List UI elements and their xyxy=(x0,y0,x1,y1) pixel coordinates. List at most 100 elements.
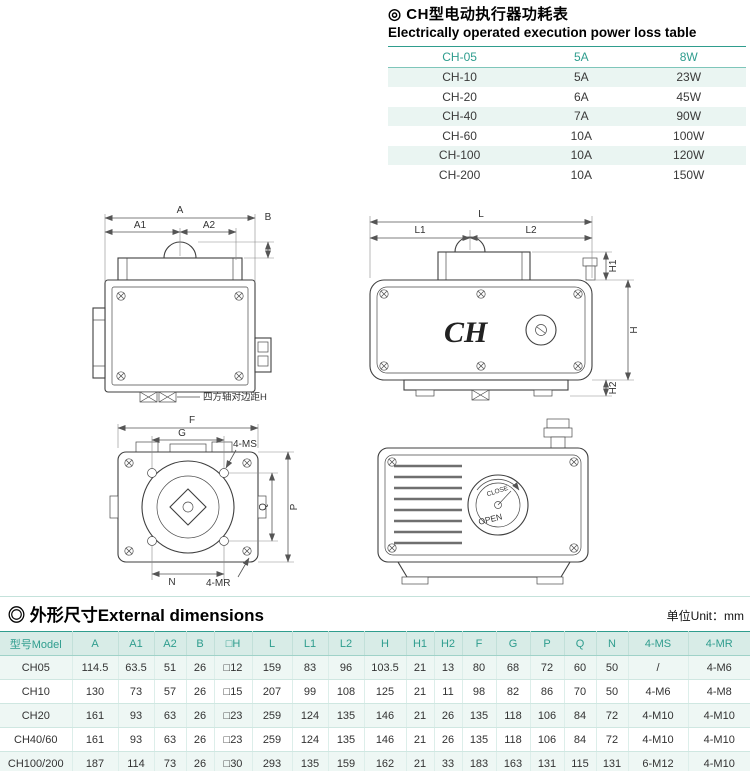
power-table-cell: 150W xyxy=(673,167,705,182)
dim-table-cell: 115 xyxy=(564,751,597,771)
side-view-drawing: CH L L1 L2 H1 H H2 xyxy=(369,209,640,401)
dim-table-cell: 26 xyxy=(434,727,463,752)
technical-drawings: 四方轴对边距H A A1 A2 B xyxy=(92,205,640,589)
dim-table-cell: 4-M6 xyxy=(628,679,689,704)
dim-label-a1: A1 xyxy=(134,220,147,231)
dim-table-cell: 50 xyxy=(596,655,629,680)
dim-label-q: Q xyxy=(258,503,269,511)
dim-column-header: □H xyxy=(214,631,253,656)
dim-table-cell: 131 xyxy=(530,751,565,771)
dim-table-cell: 82 xyxy=(496,679,531,704)
dim-label-h2: H2 xyxy=(608,381,619,394)
dim-table-cell: CH40/60 xyxy=(0,727,73,752)
bottom-view-drawing: F G 4-MS Q P N 4-MR xyxy=(109,415,300,589)
dim-table-cell: CH05 xyxy=(0,655,73,680)
power-header-model: CH-05 xyxy=(388,46,532,68)
dim-table-cell: 6-M12 xyxy=(628,751,689,771)
dim-column-header: L xyxy=(252,631,293,656)
dim-label-g: G xyxy=(178,428,186,439)
dim-table-cell: 72 xyxy=(530,655,565,680)
dim-table-cell: 135 xyxy=(328,727,365,752)
dim-table-cell: 96 xyxy=(328,655,365,680)
dim-table-cell: 73 xyxy=(118,679,155,704)
label-4mr: 4-MR xyxy=(206,578,230,589)
power-table-header-row: CH-05 5A 8W xyxy=(388,46,746,68)
dim-table-cell: 57 xyxy=(154,679,187,704)
dim-column-header: 型号Model xyxy=(0,631,73,656)
dim-table-cell: CH100/200 xyxy=(0,751,73,771)
dim-table-cell: 98 xyxy=(462,679,497,704)
power-table-cell: 6A xyxy=(573,89,589,104)
dim-table-cell: 21 xyxy=(406,727,435,752)
dim-table-cell: 21 xyxy=(406,679,435,704)
power-header-watts: 8W xyxy=(631,46,746,68)
dim-label-l1: L1 xyxy=(414,225,426,236)
dim-column-header: F xyxy=(462,631,497,656)
dim-table-cell: 26 xyxy=(186,655,215,680)
dim-column-header: 4-MR xyxy=(688,631,750,656)
dim-table-cell: 4-M10 xyxy=(688,751,750,771)
ch-logo: CH xyxy=(444,316,489,349)
dim-column-header: H xyxy=(364,631,407,656)
dim-table-cell: 68 xyxy=(496,655,531,680)
dim-table-cell: 26 xyxy=(186,679,215,704)
dim-table-cell: □30 xyxy=(214,751,253,771)
dim-table-cell: 33 xyxy=(434,751,463,771)
dim-table-cell: 131 xyxy=(596,751,629,771)
dim-column-header: L1 xyxy=(292,631,329,656)
dim-table-cell: 60 xyxy=(564,655,597,680)
power-table-cell: 7A xyxy=(573,109,589,124)
power-table-cell: 120W xyxy=(673,148,705,163)
dim-column-header: A2 xyxy=(154,631,187,656)
power-table-cell: 10A xyxy=(570,148,592,163)
dim-table-cell: 135 xyxy=(292,751,329,771)
dim-table-cell: 4-M10 xyxy=(628,703,689,728)
dim-table-cell: 161 xyxy=(72,727,119,752)
dim-label-l: L xyxy=(478,209,484,220)
dim-table-cell: 21 xyxy=(406,655,435,680)
dim-table-cell: 106 xyxy=(530,727,565,752)
dim-table-cell: 108 xyxy=(328,679,365,704)
power-table-cell: 10A xyxy=(570,167,592,182)
dim-table-cell: 118 xyxy=(496,727,531,752)
dim-table-cell: 163 xyxy=(496,751,531,771)
power-table-cell: CH-60 xyxy=(442,128,477,143)
dim-table-cell: 13 xyxy=(434,655,463,680)
power-loss-section: ◎ CH型电动执行器功耗表 Electrically operated exec… xyxy=(388,3,746,185)
dim-table-cell: 162 xyxy=(364,751,407,771)
power-table-cell: 5A xyxy=(573,70,589,85)
dim-column-header: 4-MS xyxy=(628,631,689,656)
dim-table-cell: 26 xyxy=(186,727,215,752)
dim-table-cell: 21 xyxy=(406,751,435,771)
dim-table-cell: 99 xyxy=(292,679,329,704)
dim-table-cell: 93 xyxy=(118,727,155,752)
dim-column-header: H1 xyxy=(406,631,435,656)
dim-column-header: Q xyxy=(564,631,597,656)
dim-label-a: A xyxy=(177,205,184,216)
unit-label: 单位Unit：mm xyxy=(666,609,744,623)
dim-table-cell: 161 xyxy=(72,703,119,728)
dim-table-cell: 106 xyxy=(530,703,565,728)
dimensions-title: ◎ 外形尺寸External dimensions xyxy=(8,606,264,625)
dim-table-cell: 124 xyxy=(292,703,329,728)
dim-table-cell: 73 xyxy=(154,751,187,771)
dim-table-cell: □23 xyxy=(214,727,253,752)
power-table-cell: 45W xyxy=(676,89,702,104)
dim-column-header: B xyxy=(186,631,215,656)
dim-table-cell: 63 xyxy=(154,703,187,728)
shaft-note-label: 四方轴对边距H xyxy=(203,391,267,403)
dim-column-header: N xyxy=(596,631,629,656)
dim-label-a2: A2 xyxy=(203,220,216,231)
power-header-current: 5A xyxy=(531,46,632,68)
front-view-drawing: 四方轴对边距H A A1 A2 B xyxy=(92,205,274,403)
dim-table-cell: 83 xyxy=(292,655,329,680)
